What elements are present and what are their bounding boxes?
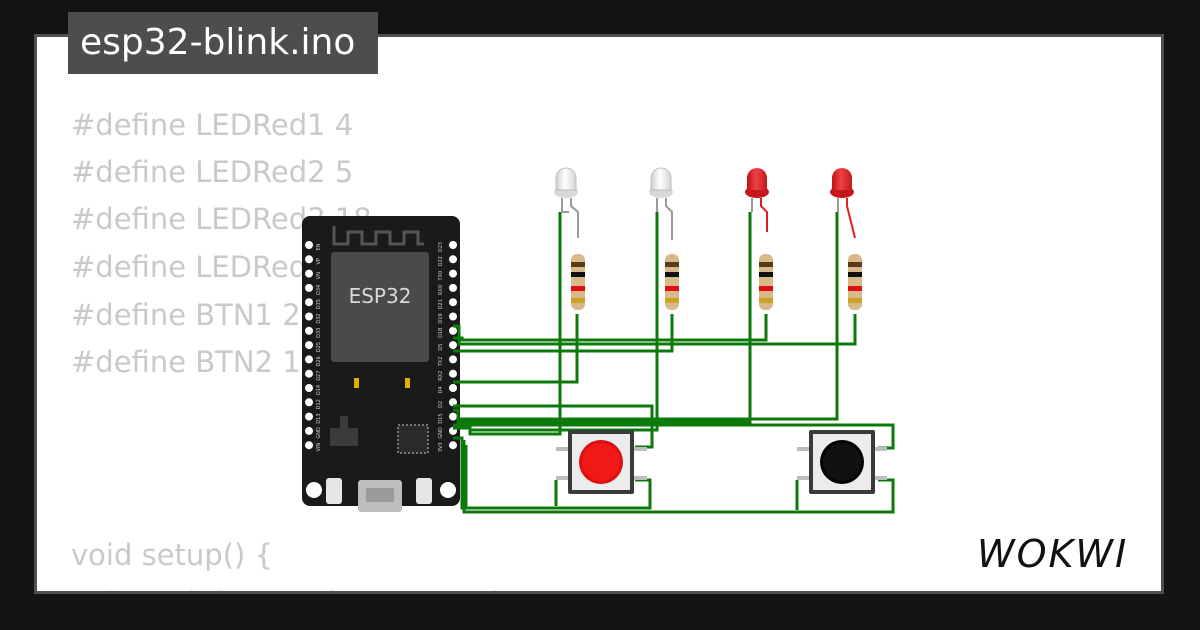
esp32-module [331, 252, 429, 362]
code-line: #define LEDRed4 19 [71, 250, 372, 284]
board-pin-label: D35 [316, 299, 322, 309]
board-pin-label: D26 [316, 356, 322, 366]
board-pin[interactable] [305, 326, 313, 335]
board-pin[interactable] [305, 412, 313, 421]
board-pin-label: D2 [438, 401, 444, 408]
board-pin-label: D22 [438, 256, 444, 266]
board-pin[interactable] [449, 384, 457, 392]
wires [453, 212, 895, 514]
board-pin[interactable] [305, 269, 313, 278]
board-pin-label: D32 [316, 313, 322, 323]
board-pin[interactable] [449, 241, 457, 249]
board-pin[interactable] [449, 355, 457, 364]
board-pin[interactable] [305, 241, 313, 249]
board-pin-label: VP [316, 258, 322, 264]
resistor[interactable] [848, 254, 862, 310]
board-pin[interactable] [449, 312, 457, 321]
esp32-board[interactable]: ESP32 ENVPVND34D35D32D33D25D26D27D14D12D… [302, 216, 460, 512]
push-button-red[interactable] [556, 430, 647, 494]
board-pin-label: D12 [316, 399, 322, 409]
board-pin[interactable] [449, 412, 457, 421]
code-line: #define BTN2 15 [71, 345, 320, 379]
board-pin-label: EN [316, 243, 322, 250]
code-line: pinMode(LEDRed1, OUTPUT); [71, 583, 512, 591]
board-pin-label: VN [316, 272, 322, 279]
board-pin[interactable] [305, 312, 313, 321]
code-line: #define BTN1 2 [71, 298, 301, 332]
board-pin[interactable] [305, 398, 313, 407]
board-pin-label: D15 [438, 413, 444, 423]
board-pin-label: D21 [438, 299, 444, 309]
board-pin[interactable] [449, 398, 457, 407]
board-pin[interactable] [449, 326, 457, 335]
led-red-2[interactable] [830, 168, 856, 239]
push-button-black[interactable] [797, 430, 887, 494]
board-pin[interactable] [449, 255, 457, 264]
board-pin-label: GND [316, 427, 322, 439]
board-pin[interactable] [449, 283, 457, 292]
board-pin-label: TX2 [438, 357, 444, 368]
project-title: esp32-blink.ino [68, 12, 378, 74]
board-pin[interactable] [449, 441, 457, 450]
resistor[interactable] [665, 254, 679, 310]
board-pin-label: D18 [438, 328, 444, 338]
board-pin-label: D13 [316, 413, 322, 423]
board-pin-label: 3V3 [438, 442, 444, 452]
board-pin-label: D25 [316, 342, 322, 352]
board-pin[interactable] [305, 426, 313, 435]
board-pin-label: D33 [316, 328, 322, 338]
board-pin[interactable] [449, 341, 457, 350]
board-pin-label: D23 [438, 242, 444, 252]
resistor[interactable] [571, 254, 585, 310]
board-pin[interactable] [305, 384, 313, 392]
led-white-1[interactable] [554, 167, 579, 238]
board-pin-label: D34 [316, 285, 322, 295]
wokwi-logo: WOKWI [977, 532, 1128, 576]
led-red-1[interactable] [745, 168, 769, 232]
board-pin[interactable] [305, 369, 313, 378]
board-pin-label: RX0 [438, 285, 444, 295]
board-pin[interactable] [305, 355, 313, 364]
boot-button[interactable] [416, 478, 432, 504]
board-pin[interactable] [305, 341, 313, 350]
resistors [571, 254, 862, 310]
board-pin-label: D14 [316, 385, 322, 395]
board-pin-label: TX0 [438, 271, 444, 282]
board-pin-label: D4 [438, 386, 444, 393]
board-pin-label: RX2 [438, 371, 444, 381]
code-line: #define LEDRed1 4 [71, 108, 354, 142]
board-pin[interactable] [449, 269, 457, 278]
board-pin[interactable] [449, 298, 457, 307]
board-pin[interactable] [305, 283, 313, 292]
board-pin[interactable] [305, 255, 313, 264]
board-pin[interactable] [305, 441, 313, 450]
esp32-label: ESP32 [349, 284, 412, 308]
board-pin-label: D19 [438, 313, 444, 323]
wokwi-logo-text: WOKWI [977, 532, 1128, 576]
board-pin[interactable] [449, 369, 457, 378]
resistor[interactable] [759, 254, 773, 310]
board-pin[interactable] [305, 298, 313, 307]
preview-card: #define LEDRed1 4 #define LEDRed2 5 #def… [34, 34, 1164, 594]
en-button[interactable] [326, 478, 342, 504]
board-pin-label: GND [438, 427, 444, 439]
board-pin-label: D27 [316, 371, 322, 381]
board-pin-label: VIN [316, 443, 322, 452]
led-white-2[interactable] [649, 167, 673, 240]
board-pin-label: D5 [438, 344, 444, 351]
code-line: #define LEDRed2 5 [71, 155, 354, 189]
code-line: void setup() { [71, 538, 273, 572]
